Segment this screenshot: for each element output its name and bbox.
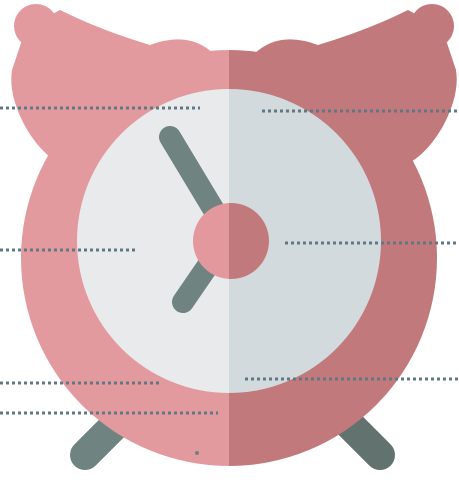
center-hub — [193, 203, 269, 279]
speck — [195, 451, 199, 455]
